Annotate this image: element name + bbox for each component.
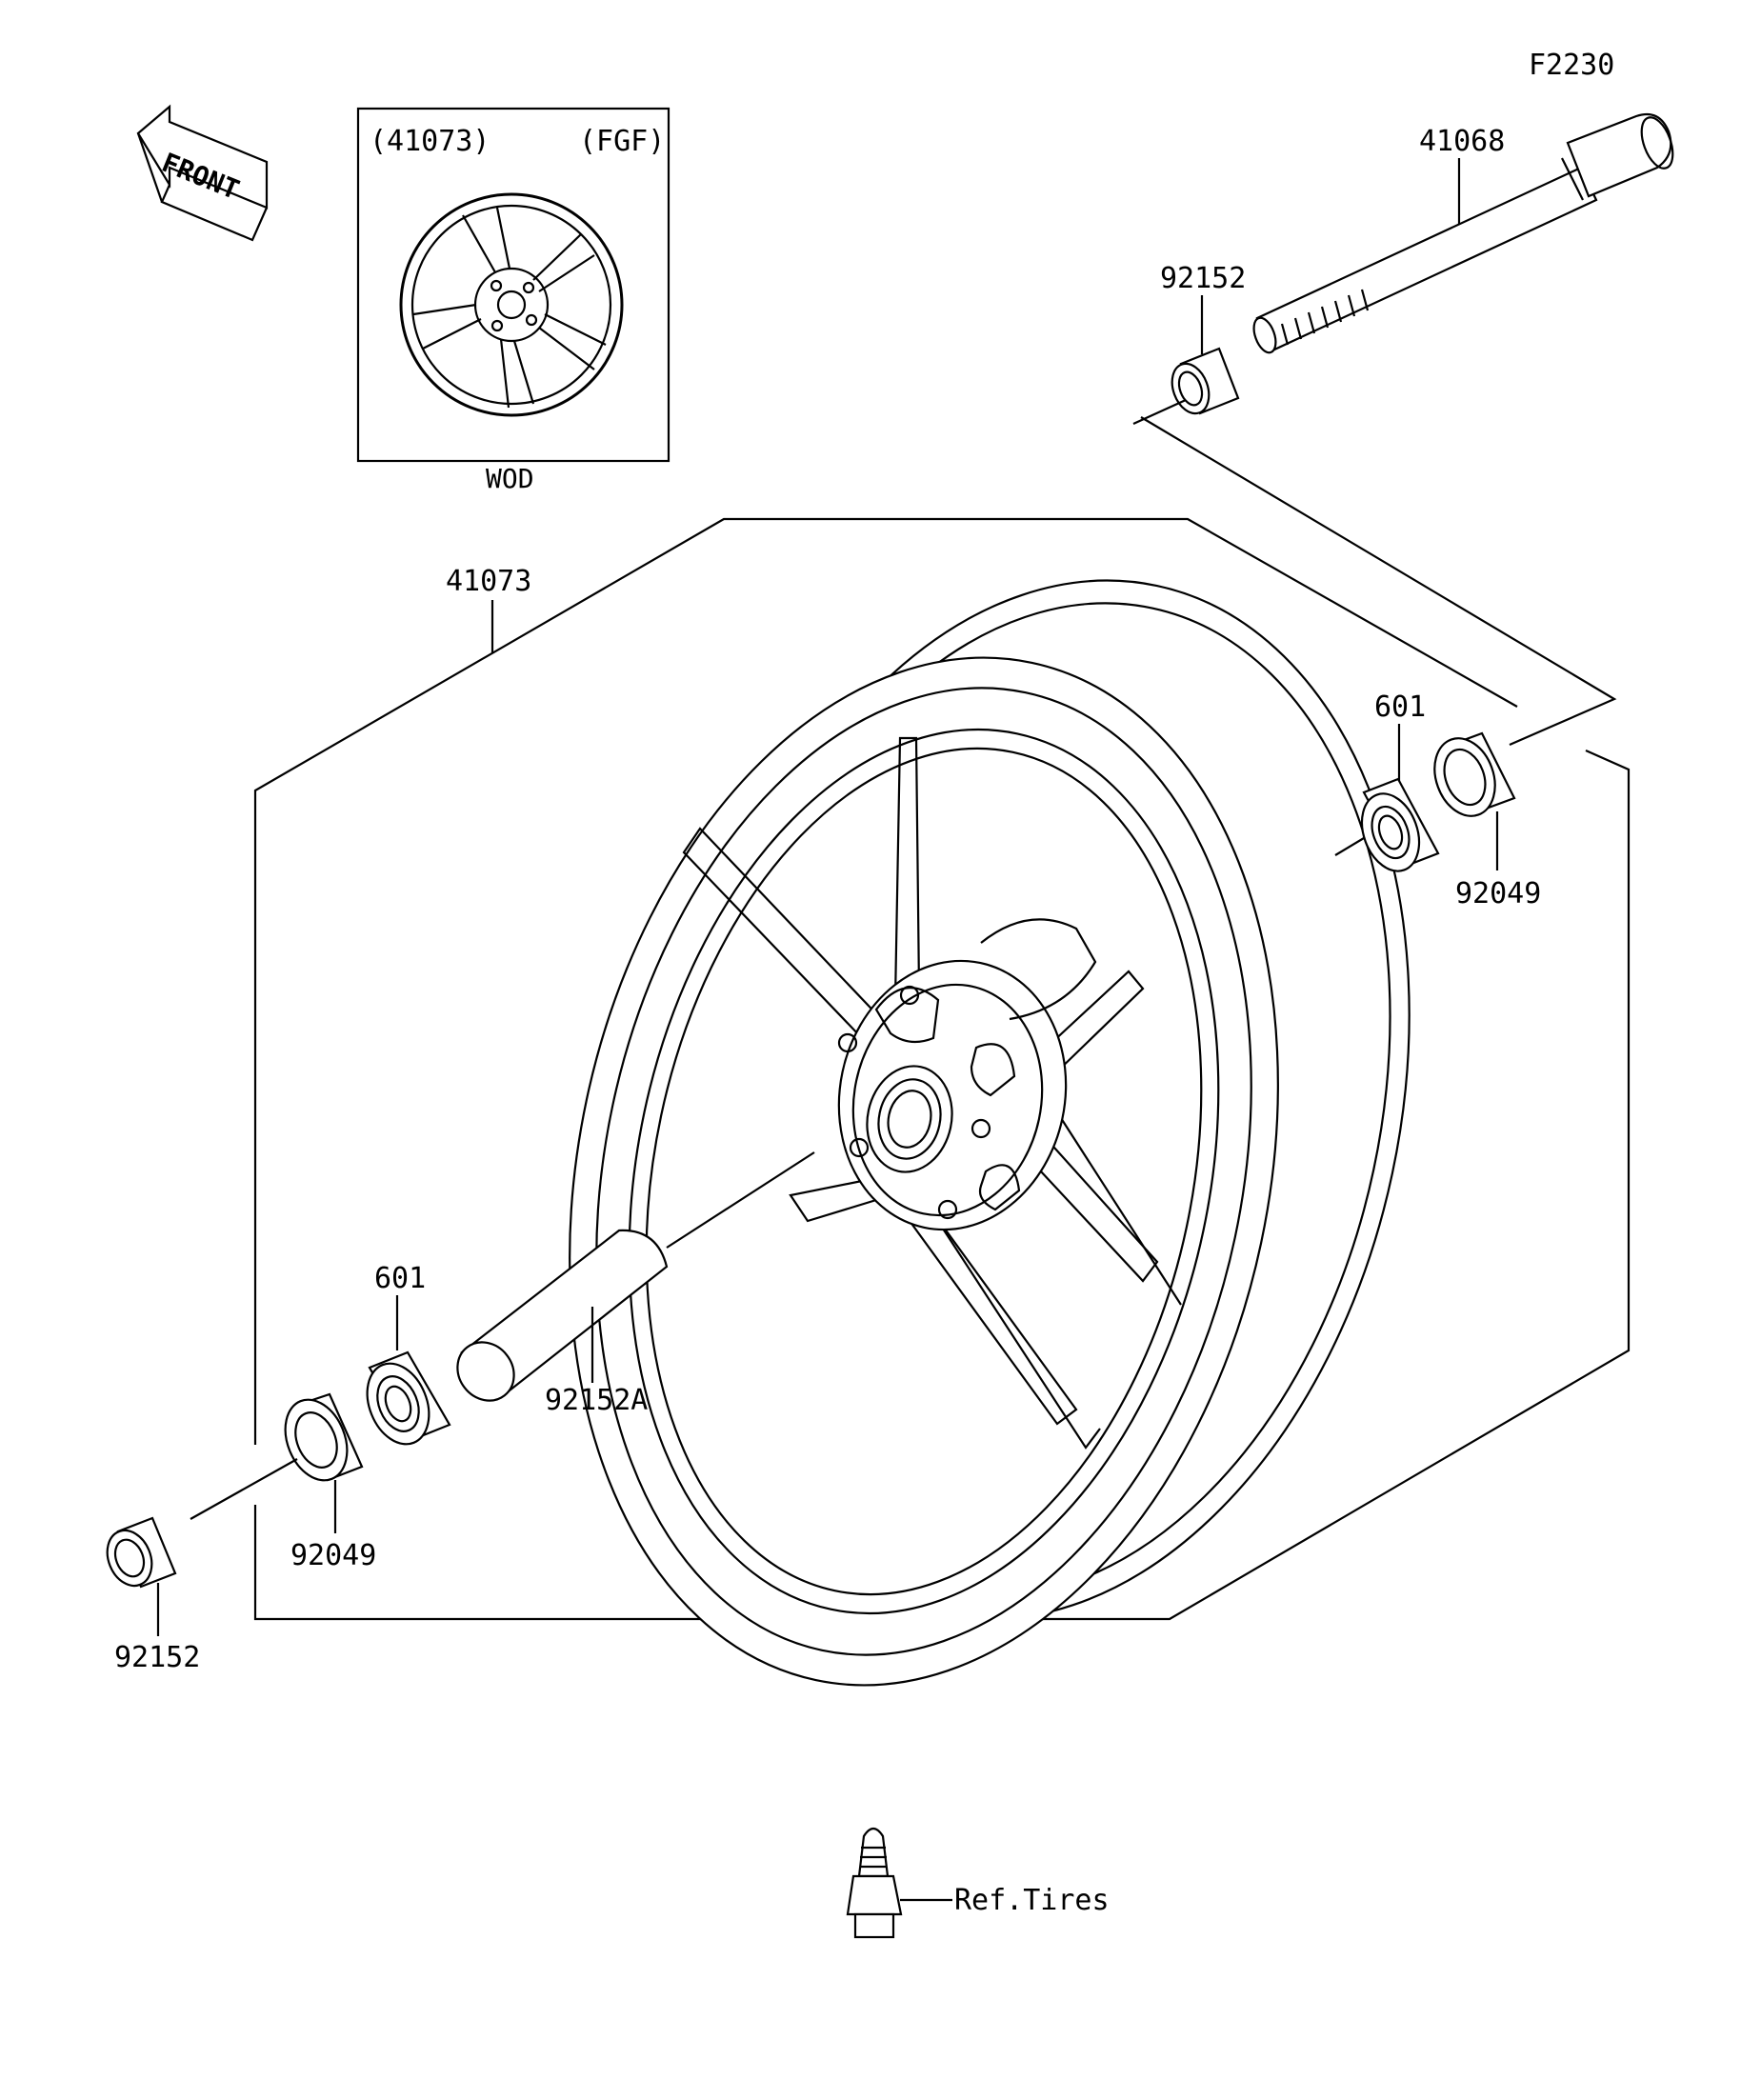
wheel-label: 41073 xyxy=(446,565,531,598)
bearing-right-label: 601 xyxy=(1374,690,1426,724)
axle-label: 41068 xyxy=(1419,125,1505,158)
seal-left-label: 92049 xyxy=(290,1539,376,1572)
inset-color-code: (FGF) xyxy=(579,125,665,158)
seal-left: 92049 xyxy=(190,1392,376,1572)
axle-thread-icon xyxy=(1280,289,1370,346)
front-arrow-icon: FRONT xyxy=(136,104,269,242)
collar-right-label: 92152 xyxy=(1160,262,1246,295)
spacer-label: 92152A xyxy=(545,1384,648,1417)
axle: 41068 xyxy=(1252,112,1674,354)
valve-ref-label: Ref.Tires xyxy=(954,1884,1110,1917)
bearing-left-label: 601 xyxy=(374,1262,426,1295)
inset-part-ref: (41073) xyxy=(370,125,490,158)
seal-right-label: 92049 xyxy=(1455,877,1541,910)
collar-left-label: 92152 xyxy=(114,1641,200,1674)
assembly-outline xyxy=(253,398,1631,1621)
collar-right: 92152 xyxy=(1160,262,1246,415)
wheel xyxy=(569,579,1411,1687)
diagram-code: F2230 xyxy=(1529,49,1614,82)
seal-right: 92049 xyxy=(1433,731,1541,910)
collar-left: 92152 xyxy=(106,1516,200,1674)
bearing-right: 601 xyxy=(1334,690,1440,872)
inset-variant: WOD xyxy=(486,463,534,494)
inset-box: (41073) (FGF) WOD xyxy=(356,107,670,494)
spacer: 92152A xyxy=(456,1151,815,1417)
valve-icon xyxy=(846,1827,952,1939)
bearing-left: 601 xyxy=(366,1262,451,1446)
inset-wheel-icon xyxy=(399,192,624,417)
